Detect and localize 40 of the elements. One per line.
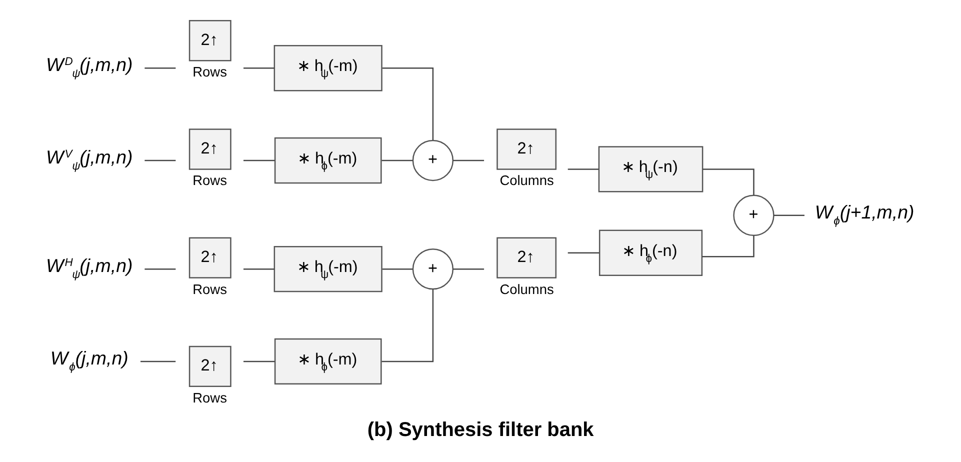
node-text: W$^{V}$$_{ψ}$(j,m,n) [45, 146, 132, 173]
connector [382, 268, 412, 270]
connector [242, 160, 274, 162]
node-box: ∗ h$_{ϕ}$(-n) [598, 230, 702, 276]
connector [452, 160, 484, 162]
connector [702, 168, 754, 195]
node-box: ∗ h$_{ψ}$(-n) [598, 146, 703, 192]
connector [567, 168, 598, 170]
node-label: Rows [192, 282, 226, 297]
node-text: W$^{D}$$_{ψ}$(j,m,n) [45, 54, 132, 80]
node-circle: + [732, 194, 774, 236]
connector [382, 67, 434, 140]
node-label: Rows [192, 390, 226, 406]
connector [144, 268, 176, 270]
connector [773, 214, 804, 216]
node-box: ∗ h$_{ψ}$(-m) [273, 246, 382, 292]
node-box: ∗ h$_{ψ}$(-m) [273, 45, 382, 92]
node-box: ∗ h$_{ϕ}$(-m) [274, 137, 382, 184]
node-box: ∗ h$_{ϕ}$(-m) [274, 338, 382, 385]
node-text: W$^{H}$$_{ψ}$(j,m,n) [45, 255, 132, 282]
connector [144, 67, 176, 69]
node-text: W$_{ϕ}$(j+1,m,n) [814, 202, 914, 228]
connector [381, 160, 412, 162]
node-label: Columns [499, 173, 554, 188]
connector [140, 360, 176, 362]
connector [567, 252, 599, 254]
caption: (b) Synthesis filter bank [366, 419, 594, 442]
node-circle: + [412, 140, 454, 182]
connector [242, 67, 274, 69]
node-label: Rows [192, 64, 226, 80]
connector [381, 289, 434, 362]
connector [702, 236, 754, 258]
node-text: W$_{ϕ}$(j,m,n) [50, 348, 128, 374]
connector [452, 268, 484, 270]
node-label: Rows [192, 173, 226, 188]
connector [242, 360, 274, 362]
connector [144, 160, 176, 162]
node-circle: + [412, 248, 454, 290]
connector [242, 268, 274, 270]
node-label: Columns [499, 282, 554, 297]
